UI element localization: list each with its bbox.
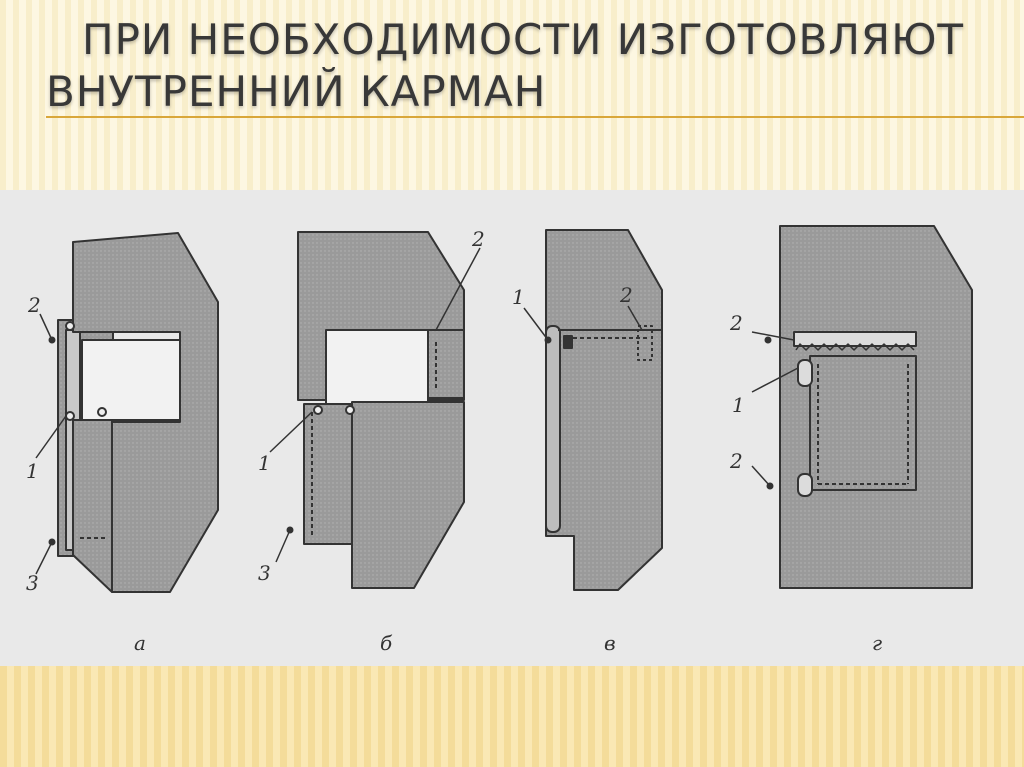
panel-a-fold-top xyxy=(65,321,75,331)
panel-g-leader-1 xyxy=(751,367,799,393)
panel-b-side xyxy=(427,329,465,399)
title-line-1: ПРИ НЕОБХОДИМОСТИ ИЗГОТОВЛЯЮТ xyxy=(82,15,965,64)
panel-g-dot-2b xyxy=(766,482,774,490)
panel-v-front xyxy=(545,229,663,591)
panel-a-fold-mid xyxy=(97,407,107,417)
panel-b-fold-left xyxy=(313,405,323,415)
panel-a-label: а xyxy=(134,631,146,655)
panel-a-dot-3 xyxy=(48,538,56,546)
panel-v-piping xyxy=(545,325,561,533)
panel-v-callout-1: 1 xyxy=(512,285,525,309)
panel-a-opening xyxy=(81,339,181,421)
panel-a-lower-front xyxy=(72,419,113,593)
panel-v-leader-1 xyxy=(523,307,549,341)
background-top xyxy=(0,0,1024,190)
panel-b-pocket-back xyxy=(303,403,359,545)
panel-a-fold-bottom xyxy=(65,411,75,421)
panel-g-dot-2a xyxy=(764,336,772,344)
panel-b-leader-3 xyxy=(275,529,291,563)
panel-v-loop xyxy=(637,325,653,361)
panel-b xyxy=(269,231,481,589)
panel-b-callout-2: 2 xyxy=(471,227,485,251)
panel-v-leader-2 xyxy=(627,305,643,331)
panel-a-dot-2 xyxy=(48,336,56,344)
panel-b-fold-right xyxy=(345,405,355,415)
panel-b-label: б xyxy=(380,631,393,655)
panel-g-pocket xyxy=(809,355,917,491)
panel-v-callout-2: 2 xyxy=(619,283,633,307)
panel-g-label: г xyxy=(872,631,882,655)
panel-a-leader-1 xyxy=(35,415,67,459)
panel-g-callout-2b: 2 xyxy=(729,449,743,473)
panel-a-callout-3: 3 xyxy=(26,571,39,595)
panel-a-callout-1: 1 xyxy=(26,459,39,483)
panel-v-dot-1 xyxy=(544,336,552,344)
panel-a-callout-2: 2 xyxy=(27,293,41,317)
panel-v-tack xyxy=(563,335,573,349)
panel-b-leader-2 xyxy=(435,247,481,331)
panel-g-zigzag xyxy=(795,343,915,351)
title-line-2: ВНУТРЕННИЙ КАРМАН xyxy=(46,67,547,116)
panel-a-leader-3 xyxy=(35,541,53,575)
panel-g xyxy=(751,225,973,589)
panel-g-leader-2a xyxy=(751,331,795,341)
pocket-diagram: 2 1 3 а 2 1 3 б 1 2 в xyxy=(0,190,1024,666)
panel-a-leader-2 xyxy=(39,313,53,341)
background-bottom xyxy=(0,666,1024,767)
panel-b-leader-1 xyxy=(269,411,313,453)
panel-b-callout-3: 3 xyxy=(258,561,271,585)
panel-g-leader-2b xyxy=(751,465,771,487)
panel-g-fold-top xyxy=(797,359,813,387)
panel-b-callout-1: 1 xyxy=(258,451,271,475)
panel-a xyxy=(35,232,219,593)
panel-g-callout-1: 1 xyxy=(732,393,745,417)
panel-g-fold-bottom xyxy=(797,473,813,497)
panel-b-dot-3 xyxy=(286,526,294,534)
panel-g-callout-2a: 2 xyxy=(729,311,743,335)
title-underline xyxy=(46,116,1024,118)
slide-title: ПРИ НЕОБХОДИМОСТИ ИЗГОТОВЛЯЮТ ВНУТРЕННИЙ… xyxy=(46,14,1006,118)
panel-b-lower-front xyxy=(351,401,465,589)
panel-v xyxy=(523,229,663,591)
panel-g-welt-top xyxy=(793,331,917,347)
panel-v-label: в xyxy=(604,631,616,655)
panel-b-opening xyxy=(325,329,429,407)
